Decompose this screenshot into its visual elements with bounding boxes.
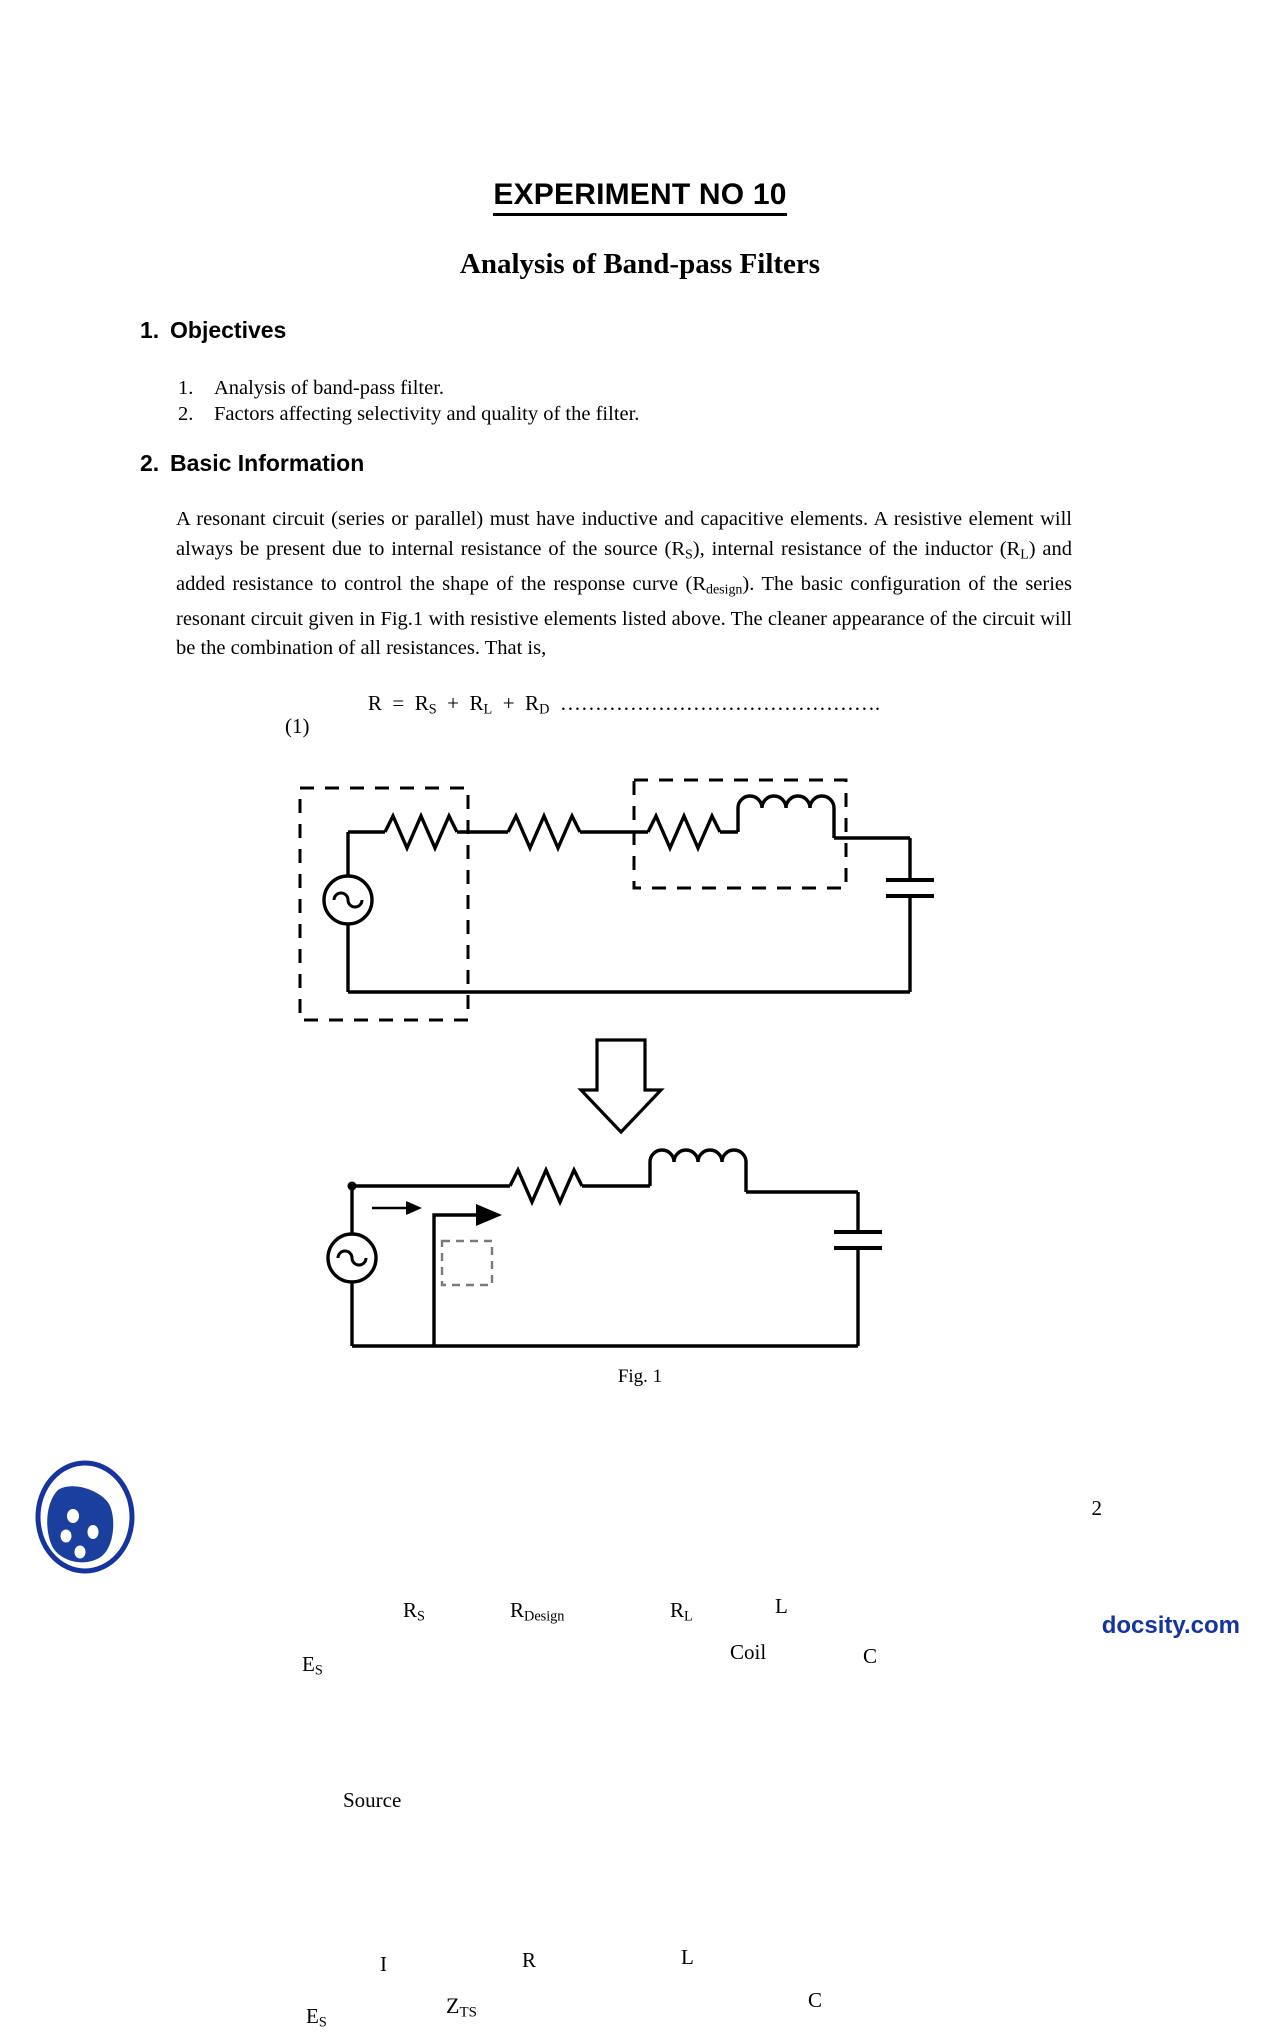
label-l-bottom: L — [681, 1945, 694, 1969]
docsity-logo — [30, 1458, 140, 1576]
section-label: Objectives — [170, 317, 287, 343]
section-label: Basic Information — [170, 450, 365, 476]
page-title: EXPERIMENT NO 10 — [0, 178, 1280, 216]
label-current-i: I — [380, 1952, 387, 1976]
objectives-list: 1. Analysis of band-pass filter. 2. Factor… — [178, 375, 639, 427]
current-arrow-head — [406, 1201, 422, 1215]
equation-number: (1) — [285, 714, 310, 738]
document-page: EXPERIMENT NO 10 Analysis of Band-pass F… — [0, 178, 1280, 2031]
list-item: 1. Analysis of band-pass filter. — [178, 375, 639, 401]
source-dashed-box — [298, 786, 470, 1022]
section-heading-objectives: 1. Objectives — [140, 317, 286, 344]
list-item-text: Analysis of band-pass filter. — [214, 377, 445, 399]
impedance-dashed-box — [440, 1239, 494, 1287]
figure-caption: Fig. 1 — [617, 1366, 663, 1387]
section-number: 1. — [140, 317, 160, 343]
list-item: 2. Factors affecting selectivity and qual… — [178, 401, 639, 427]
list-item-number: 2. — [178, 403, 194, 425]
label-es-top: ES — [302, 1652, 323, 1679]
coil-dashed-box — [632, 778, 848, 890]
label-source-box: Source — [343, 1788, 402, 1812]
page-number: 2 — [1091, 1496, 1103, 1520]
down-block-arrow — [577, 1038, 665, 1135]
inductor-l — [736, 794, 836, 809]
section-heading-basic-information: 2. Basic Information — [140, 450, 364, 477]
top-circuit — [298, 778, 934, 1022]
label-c-top: C — [863, 1644, 878, 1668]
label-rs: RS — [403, 1598, 425, 1625]
label-rl: RL — [670, 1598, 693, 1625]
ac-sine-glyph — [332, 891, 364, 909]
logo-cookie-shape — [47, 1486, 114, 1563]
label-c-bottom: C — [808, 1988, 823, 2012]
resistor-rl — [646, 811, 722, 853]
impedance-probe-arrowhead — [476, 1204, 502, 1226]
page-title-text: EXPERIMENT NO 10 — [493, 178, 787, 216]
label-l-top: L — [775, 1594, 788, 1618]
logo-dot — [67, 1509, 79, 1523]
resistor-rs — [383, 811, 459, 853]
inductor-l — [648, 1148, 748, 1163]
equation-block: R = RS + RL + RD ………………………………………. — [176, 688, 1072, 725]
impedance-probe-line — [432, 1213, 478, 1346]
label-coil: Coil — [730, 1640, 767, 1664]
equation-text: R = RS + RL + RD ………………………………………. — [367, 691, 881, 718]
logo-dot — [74, 1545, 86, 1559]
resistor-r — [508, 1165, 584, 1207]
ac-sine-glyph — [336, 1249, 368, 1267]
logo-dot — [87, 1525, 99, 1539]
section-number: 2. — [140, 450, 160, 476]
list-item-number: 1. — [178, 377, 194, 399]
docsity-watermark[interactable]: docsity.com — [1101, 1612, 1240, 1639]
label-zts: ZTS — [446, 1993, 477, 2021]
circuit-diagram-svg — [298, 778, 934, 1348]
page-subtitle: Analysis of Band-pass Filters — [459, 248, 821, 280]
body-paragraph: A resonant circuit (series or parallel) … — [176, 508, 1072, 660]
circuit-figure: RS RDesign RL L Coil C ES Source I ZTS R… — [0, 760, 1280, 2031]
logo-dot — [60, 1529, 72, 1543]
list-item-text: Factors affecting selectivity and qualit… — [214, 403, 640, 425]
resistor-rdesign — [506, 811, 582, 853]
label-rdesign: RDesign — [510, 1598, 565, 1625]
label-r-bottom: R — [522, 1948, 537, 1972]
bottom-circuit — [326, 1148, 882, 1348]
label-es-bottom: ES — [306, 2004, 327, 2031]
